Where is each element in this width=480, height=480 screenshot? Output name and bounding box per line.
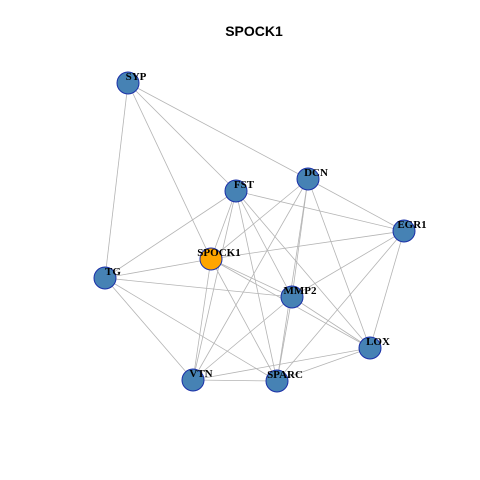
edge-fst-vtn [192,190,237,381]
node-vtn: VTN [181,368,213,392]
edge-mmp2-vtn [192,296,293,381]
node-label: TG [105,266,121,278]
node-label: LOX [366,336,390,348]
edge-spock1-vtn [192,258,212,381]
node-spock1: SPOCK1 [197,247,241,271]
node-label: SPARC [267,369,303,381]
node-label: DCN [304,167,328,179]
node-circle [224,179,248,203]
edge-mmp2-sparc [276,296,293,382]
edge-vtn-lox [192,347,371,381]
edge-layer [104,82,405,382]
edge-tg-mmp2 [104,277,293,298]
edge-fst-spock1 [210,190,237,260]
node-circle [265,369,289,393]
edge-fst-tg [104,190,237,279]
edge-vtn-sparc [192,379,278,382]
node-lox: LOX [358,336,390,360]
edge-spock1-sparc [210,258,278,382]
node-label: SPOCK1 [197,247,240,259]
edge-dcn-vtn [192,178,309,381]
node-circle [392,219,416,243]
node-tg: TG [93,266,121,290]
edge-mmp2-lox [291,296,371,349]
diagram-title: SPOCK1 [225,23,283,39]
edge-egr1-mmp2 [291,230,405,298]
node-label: SYP [126,71,147,83]
node-dcn: DCN [296,167,328,191]
edge-sparc-lox [276,347,371,382]
edge-dcn-lox [307,178,371,349]
edge-egr1-spock1 [210,230,405,260]
node-label: EGR1 [397,219,426,231]
edge-spock1-mmp2 [210,258,293,298]
edge-fst-sparc [235,190,278,382]
node-label: FST [234,179,255,191]
node-circle [181,368,205,392]
node-mmp2: MMP2 [280,285,317,309]
node-circle [296,167,320,191]
edge-syp-tg [104,82,129,279]
edge-syp-spock1 [127,82,212,260]
edge-fst-mmp2 [235,190,293,298]
edge-tg-sparc [104,277,278,382]
node-label: MMP2 [284,285,317,297]
edge-dcn-sparc [276,178,309,382]
edge-egr1-sparc [276,230,405,382]
node-syp: SYP [116,71,147,95]
edge-spock1-tg [104,258,212,279]
node-circle [358,336,382,360]
edge-dcn-spock1 [210,178,309,260]
node-circle [199,247,223,271]
edge-dcn-egr1 [307,178,405,232]
edge-syp-dcn [127,82,309,180]
edge-syp-fst [127,82,237,192]
node-circle [280,285,304,309]
edge-egr1-lox [369,230,405,349]
node-circle [116,71,140,95]
node-fst: FST [224,179,255,203]
edge-fst-lox [235,190,371,349]
node-egr1: EGR1 [392,219,427,243]
node-sparc: SPARC [265,369,303,393]
node-circle [93,266,117,290]
edge-tg-vtn [104,277,194,381]
node-label: VTN [189,368,212,380]
